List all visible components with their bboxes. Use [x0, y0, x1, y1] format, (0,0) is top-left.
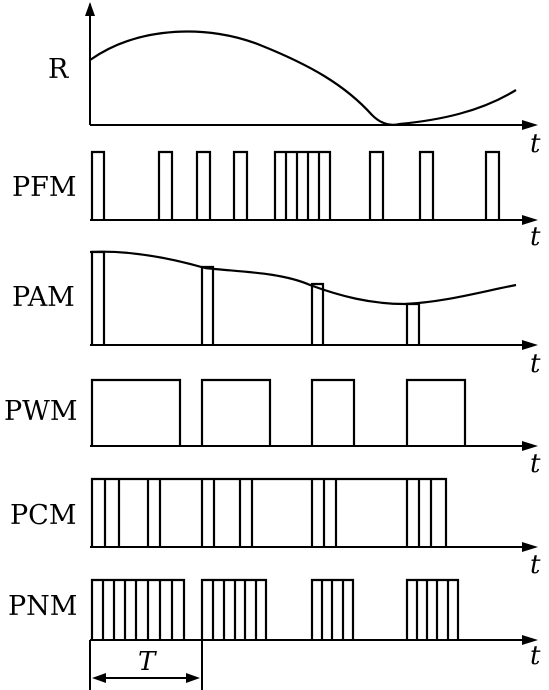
pwm-pulses	[90, 378, 467, 446]
r-signal-curve	[89, 30, 517, 126]
row-label-pwm: PWM	[4, 396, 78, 427]
row-label-pfm: PFM	[12, 172, 77, 203]
row-label-pcm: PCM	[10, 500, 76, 531]
pnm-axis	[90, 635, 538, 645]
period-label: T	[138, 647, 157, 677]
pcm-frame	[90, 477, 448, 547]
pnm-pulses	[90, 578, 460, 640]
t-label-pam: t	[530, 349, 541, 379]
t-label-pfm: t	[530, 222, 541, 252]
pfm-pulses	[90, 150, 501, 220]
pcm-axis	[90, 542, 538, 552]
pfm-axis	[90, 215, 538, 225]
row-label-pnm: PNM	[8, 591, 77, 622]
r-axes	[85, 2, 538, 130]
t-label-pcm: t	[530, 550, 541, 580]
t-label-pnm: t	[530, 641, 541, 671]
row-label-pam: PAM	[12, 282, 75, 313]
period-marker	[89, 640, 203, 690]
pwm-axis	[90, 441, 538, 451]
row-label-r: R	[48, 54, 69, 85]
t-label-pwm: t	[530, 449, 541, 479]
pam-envelope	[89, 250, 517, 306]
pam-axis	[90, 340, 538, 350]
pam-pulses	[90, 250, 421, 345]
t-label-r: t	[530, 129, 541, 159]
